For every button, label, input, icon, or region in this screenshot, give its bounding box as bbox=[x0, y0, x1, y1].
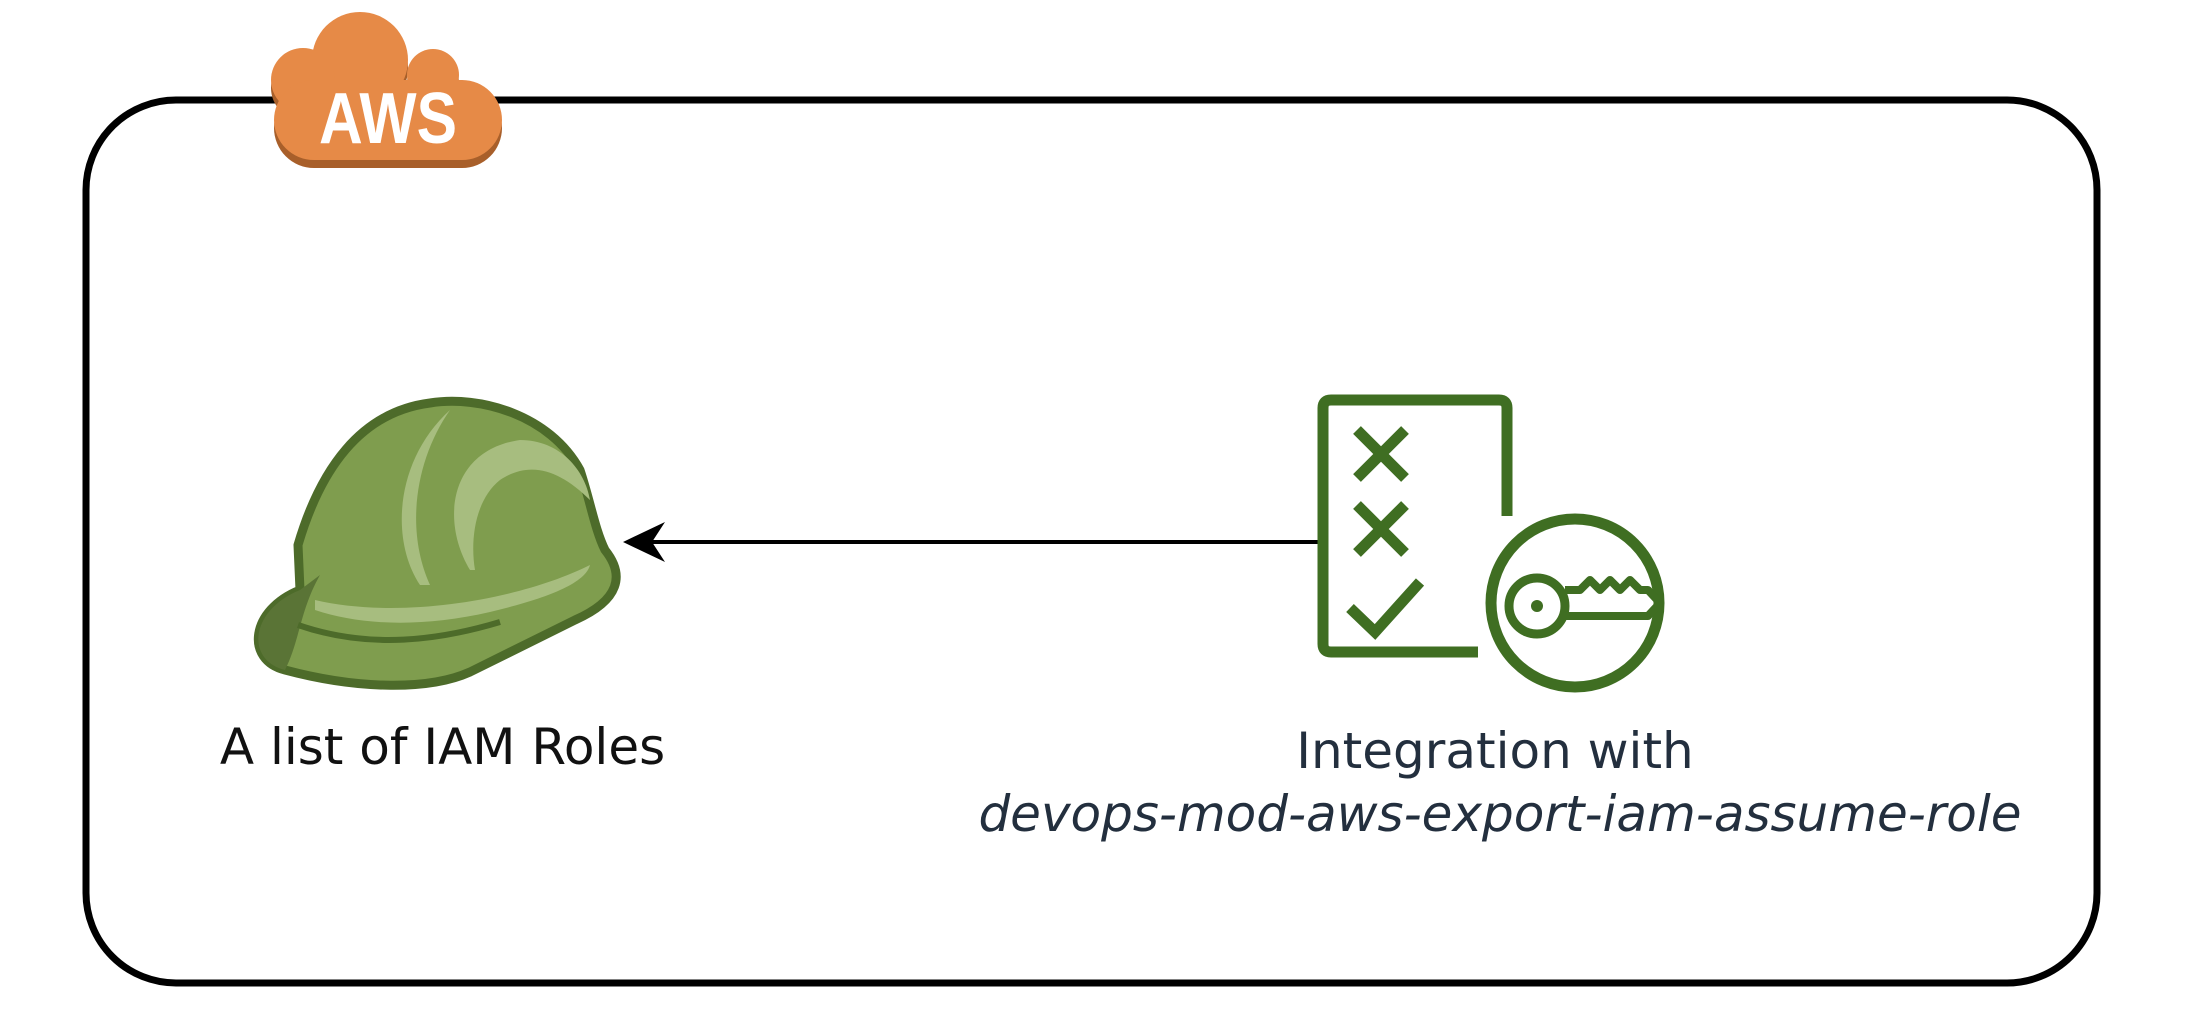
iam-roles-label: A list of IAM Roles bbox=[219, 718, 666, 776]
iam-permissions-key-icon bbox=[1317, 394, 1665, 693]
integration-label: Integration with bbox=[1296, 722, 1694, 780]
aws-badge-text: AWS bbox=[319, 79, 457, 159]
aws-cloud-icon: AWS bbox=[271, 12, 502, 168]
arrow-head-icon bbox=[623, 522, 665, 562]
aws-cloud-boundary bbox=[82, 96, 2101, 987]
module-name-label: devops-mod-aws-export-iam-assume-role bbox=[978, 785, 2022, 843]
hard-hat-icon bbox=[253, 396, 621, 690]
